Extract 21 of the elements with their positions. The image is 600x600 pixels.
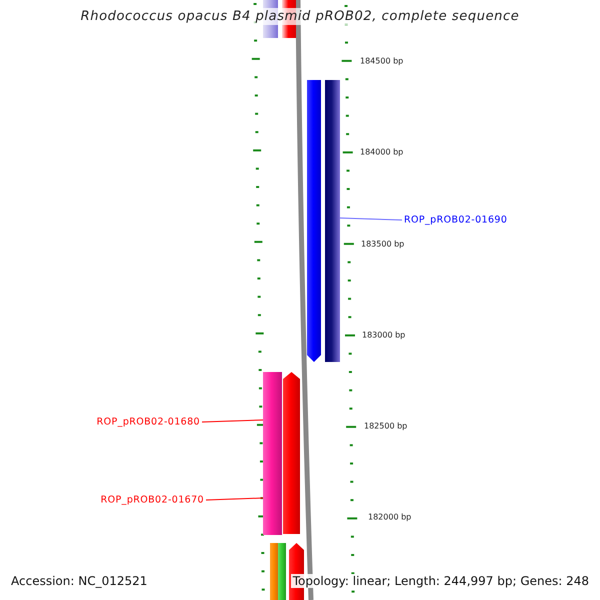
gene-bar bbox=[263, 372, 282, 535]
gene-bar bbox=[278, 543, 286, 600]
leader-line bbox=[202, 420, 264, 422]
gene-label: ROP_pROB02-01690 bbox=[404, 214, 508, 226]
gene-feature-glyph bbox=[307, 80, 321, 362]
map-info: Accession: NC_012521 bbox=[9, 574, 150, 588]
position-label: 182000 bp bbox=[368, 512, 412, 522]
leader-line bbox=[206, 498, 264, 500]
gene-label: ROP_pROB02-01670 bbox=[100, 494, 204, 506]
gene-feature-glyph bbox=[283, 372, 300, 534]
gene-bar bbox=[325, 80, 340, 362]
position-label: 184500 bp bbox=[360, 56, 404, 66]
position-label: 183000 bp bbox=[362, 330, 406, 340]
gene-label: ROP_pROB02-01680 bbox=[96, 416, 200, 428]
map-title: Rhodococcus opacus B4 plasmid pROB02, complete sequence bbox=[78, 8, 522, 25]
leader-line bbox=[340, 218, 402, 220]
position-label: 182500 bp bbox=[364, 422, 408, 430]
position-label: 184000 bp bbox=[360, 148, 404, 156]
gene-bar bbox=[270, 543, 278, 600]
position-label: 183500 bp bbox=[361, 240, 404, 248]
map-info: Topology: linear; Length: 244,997 bp; Genes: 248 bbox=[290, 574, 591, 588]
